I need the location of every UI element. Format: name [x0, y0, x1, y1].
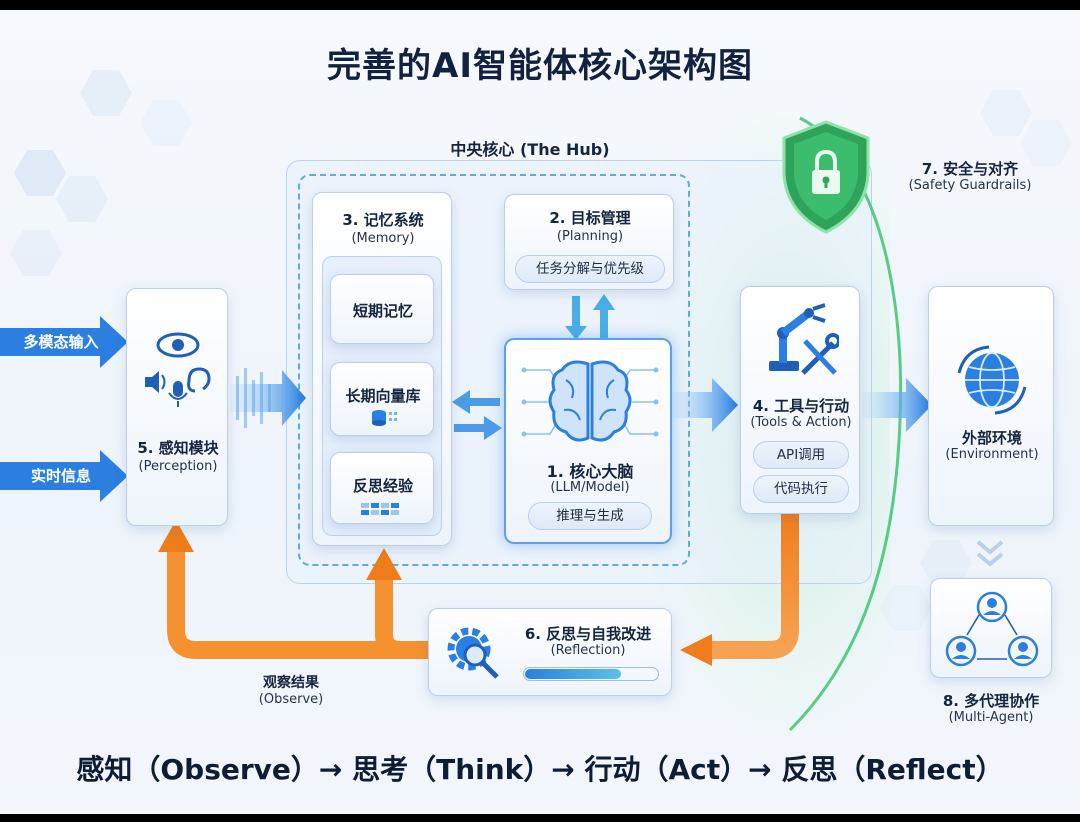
- signal-waves: [236, 368, 271, 428]
- tools-card: 4. 工具与行动 (Tools & Action) API调用 代码执行: [740, 286, 860, 514]
- top-black-bar: [0, 0, 1080, 10]
- perception-subtitle: (Perception): [138, 459, 218, 474]
- memory-item-reflection-exp: 反思经验: [330, 452, 434, 524]
- screwdriver-icon: [803, 339, 837, 375]
- memory-item-label: 短期记忆: [352, 302, 413, 320]
- input-label-realtime: 实时信息: [30, 467, 91, 485]
- brain-title: 1. 核心大脑: [546, 462, 634, 481]
- multiagent-subtitle: (Multi-Agent): [948, 710, 1034, 725]
- planning-pill: 任务分解与优先级: [515, 255, 665, 283]
- input-arrow-multimodal: [0, 316, 128, 368]
- multiagent-card: [930, 578, 1052, 678]
- reflection-card: 6. 反思与自我改进 (Reflection): [428, 608, 672, 696]
- bg-hexagon: [980, 90, 1032, 136]
- perception-title: 5. 感知模块: [137, 439, 219, 457]
- memory-subtitle: (Memory): [351, 231, 415, 246]
- microphone-icon: [168, 381, 188, 407]
- memory-item-short-term: 短期记忆: [330, 274, 434, 344]
- magnifier-icon: [463, 643, 499, 679]
- arrow-planning-to-brain: [565, 296, 587, 340]
- planning-card: 2. 目标管理 (Planning) 任务分解与优先级: [504, 194, 674, 290]
- bg-hexagon: [140, 100, 192, 146]
- arrow-reflection-to-memory-head: [366, 548, 402, 580]
- arrow-tools-to-reflection: [710, 514, 799, 659]
- bg-hexagon: [880, 585, 932, 631]
- reflection-subtitle: (Reflection): [550, 643, 626, 658]
- perception-senses-icon: [145, 332, 211, 407]
- brain-icon: [521, 360, 659, 442]
- robot-arm-icon: [769, 303, 826, 371]
- arrow-memory-to-brain: [454, 416, 502, 440]
- arrow-tools-to-environment: [862, 378, 932, 432]
- eye-icon: [156, 332, 200, 358]
- arrow-reflection-to-memory: [375, 580, 428, 659]
- arrow-brain-to-planning: [593, 294, 615, 340]
- safety-title: 7. 安全与对齐: [921, 160, 1019, 178]
- memory-title: 3. 记忆系统: [342, 211, 424, 229]
- wrench-icon: [801, 333, 839, 375]
- perception-card: 5. 感知模块 (Perception): [126, 288, 228, 526]
- arrow-brain-to-tools: [672, 378, 738, 432]
- ear-icon: [187, 367, 211, 393]
- tools-subtitle: (Tools & Action): [750, 415, 852, 430]
- tools-pill-api: API调用: [753, 441, 849, 469]
- bottom-black-bar: [0, 814, 1080, 822]
- globe-icon: [957, 345, 1027, 415]
- memory-item-label: 反思经验: [352, 477, 413, 495]
- environment-subtitle: (Environment): [945, 447, 1039, 462]
- observe-title: 观察结果: [263, 675, 319, 691]
- multiagent-title: 8. 多代理协作: [942, 692, 1040, 710]
- input-arrow-realtime: [0, 450, 128, 502]
- user-icon: [1007, 635, 1039, 667]
- tools-pill-code: 代码执行: [753, 475, 849, 503]
- multi-agent-users-icon: [945, 591, 1039, 667]
- flow-summary: 感知（Observe）→ 思考（Think）→ 行动（Act）→ 反思（Refl…: [76, 753, 1004, 786]
- memory-item-long-term: 长期向量库: [330, 362, 434, 436]
- arrow-brain-to-memory: [452, 390, 500, 414]
- memory-item-label: 长期向量库: [345, 387, 421, 405]
- brain-card: 1. 核心大脑 (LLM/Model) 推理与生成: [504, 338, 672, 544]
- input-label-multimodal: 多模态输入: [23, 333, 99, 351]
- hub-dashed-frame: [298, 174, 690, 566]
- bg-hexagon: [14, 150, 66, 196]
- observe-subtitle: (Observe): [258, 692, 324, 707]
- chevron-down-icon: [976, 540, 1004, 555]
- arrow-reflection-to-perception: [167, 552, 400, 659]
- gear-search-icon: [447, 627, 499, 679]
- environment-card: 外部环境 (Environment): [928, 286, 1054, 526]
- robot-arm-wrench-icon: [769, 303, 839, 375]
- user-icon: [976, 591, 1008, 623]
- chevron-down-icon: [976, 552, 1004, 567]
- reflection-title: 6. 反思与自我改进: [524, 625, 652, 643]
- reflection-progress-track: [523, 667, 659, 681]
- shield-lock-icon: [782, 120, 870, 234]
- user-icon: [945, 635, 977, 667]
- arrow-tools-to-reflection-head: [680, 634, 712, 666]
- safety-subtitle: (Safety Guardrails): [908, 178, 1032, 193]
- bg-hexagon: [56, 176, 108, 222]
- tools-title: 4. 工具与行动: [752, 397, 850, 415]
- database-icon: [372, 410, 397, 426]
- page-title: 完善的AI智能体核心架构图: [327, 46, 753, 86]
- hub-label: 中央核心 (The Hub): [450, 140, 610, 159]
- reflection-progress-fill: [525, 669, 621, 679]
- arrow-reflection-to-perception-head: [158, 520, 194, 552]
- speaker-icon: [145, 371, 166, 393]
- data-blocks-icon: [361, 503, 399, 515]
- planning-subtitle: (Planning): [556, 229, 624, 244]
- brain-pill: 推理与生成: [528, 502, 652, 530]
- environment-title: 外部环境: [961, 429, 1022, 447]
- planning-title: 2. 目标管理: [549, 209, 631, 227]
- brain-subtitle: (LLM/Model): [550, 480, 630, 495]
